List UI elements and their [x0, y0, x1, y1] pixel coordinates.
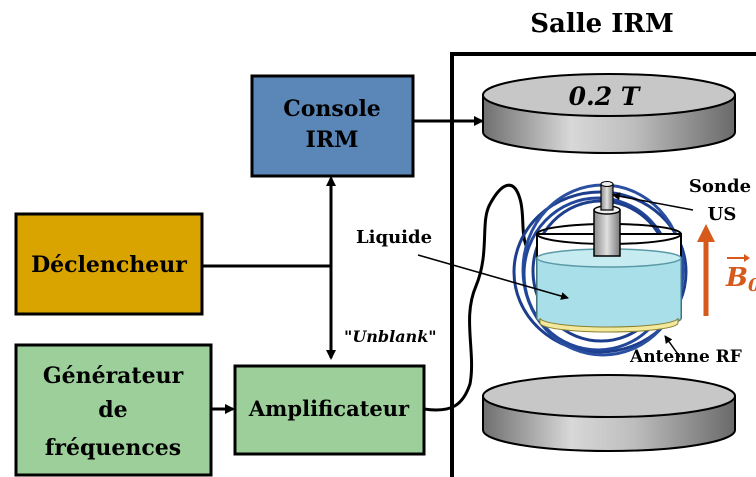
annotation-pointers — [417, 192, 694, 358]
amplifier-label: Amplificateur — [248, 396, 410, 421]
generator-label-line1: Générateur — [43, 363, 184, 389]
amplifier-to-antenna-cable — [423, 183, 530, 412]
console-label-line1: Console — [283, 96, 381, 122]
magnet-field-strength: 0.2 T — [569, 82, 642, 111]
top-magnet-pole: 0.2 T — [482, 73, 736, 154]
frequency-generator-block: Générateur de fréquences — [14, 343, 213, 477]
console-label-line2: IRM — [306, 127, 359, 153]
amplifier-block: Amplificateur — [233, 364, 426, 456]
unblank-signal-label: "Unblank" — [344, 327, 437, 346]
liquid-pointer — [417, 254, 569, 300]
trigger-block: Déclencheur — [14, 212, 204, 316]
b0-field-arrow: B0 — [697, 224, 756, 316]
antenna-label: Antenne RF — [629, 347, 742, 367]
b0-field-subscript: 0 — [748, 275, 756, 296]
b0-field-label: B0 — [725, 263, 756, 296]
probe-pointer — [612, 192, 694, 211]
room-title: Salle IRM — [530, 9, 674, 39]
antenna-pointer — [664, 335, 681, 358]
connection-lines — [202, 116, 530, 414]
liquid-label: Liquide — [356, 227, 432, 248]
liquid — [536, 257, 682, 329]
bottom-magnet-pole — [482, 374, 736, 452]
generator-label-line2: de — [98, 397, 127, 423]
probe-label-line2: US — [708, 204, 737, 225]
generator-label-line3: fréquences — [45, 435, 181, 461]
container-base — [539, 317, 679, 333]
probe-label-line1: Sonde — [689, 176, 751, 197]
trigger-label: Déclencheur — [31, 252, 187, 278]
b0-field-symbol: B — [725, 263, 748, 293]
ultrasound-probe — [593, 181, 621, 257]
mri-room-frame — [450, 52, 756, 477]
console-irm-block: Console IRM — [250, 74, 415, 178]
